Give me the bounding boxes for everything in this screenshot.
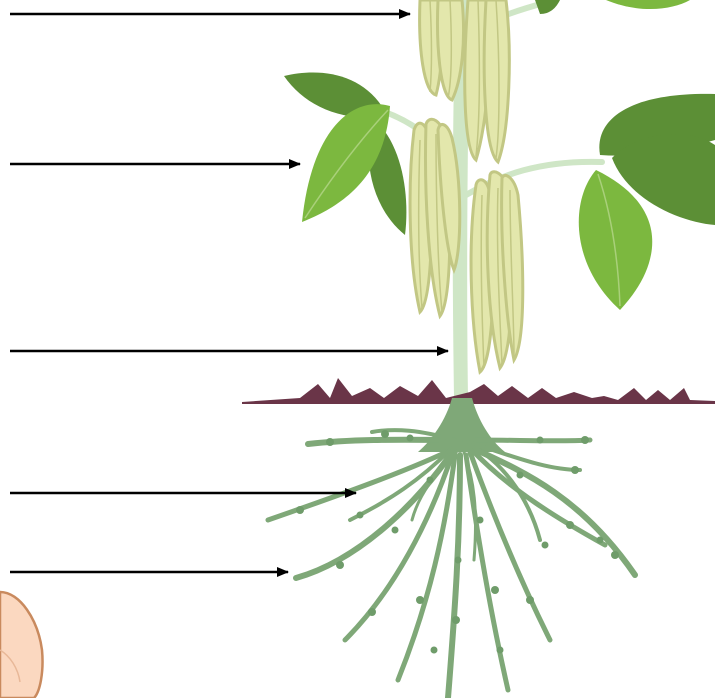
root-crown — [418, 398, 505, 452]
callout-arrows — [10, 14, 448, 572]
leaf-top-right — [606, 0, 690, 9]
soil-line — [242, 378, 715, 404]
leaf-top-center — [535, 0, 560, 14]
root-system — [268, 398, 635, 698]
hand-icon — [0, 592, 43, 698]
